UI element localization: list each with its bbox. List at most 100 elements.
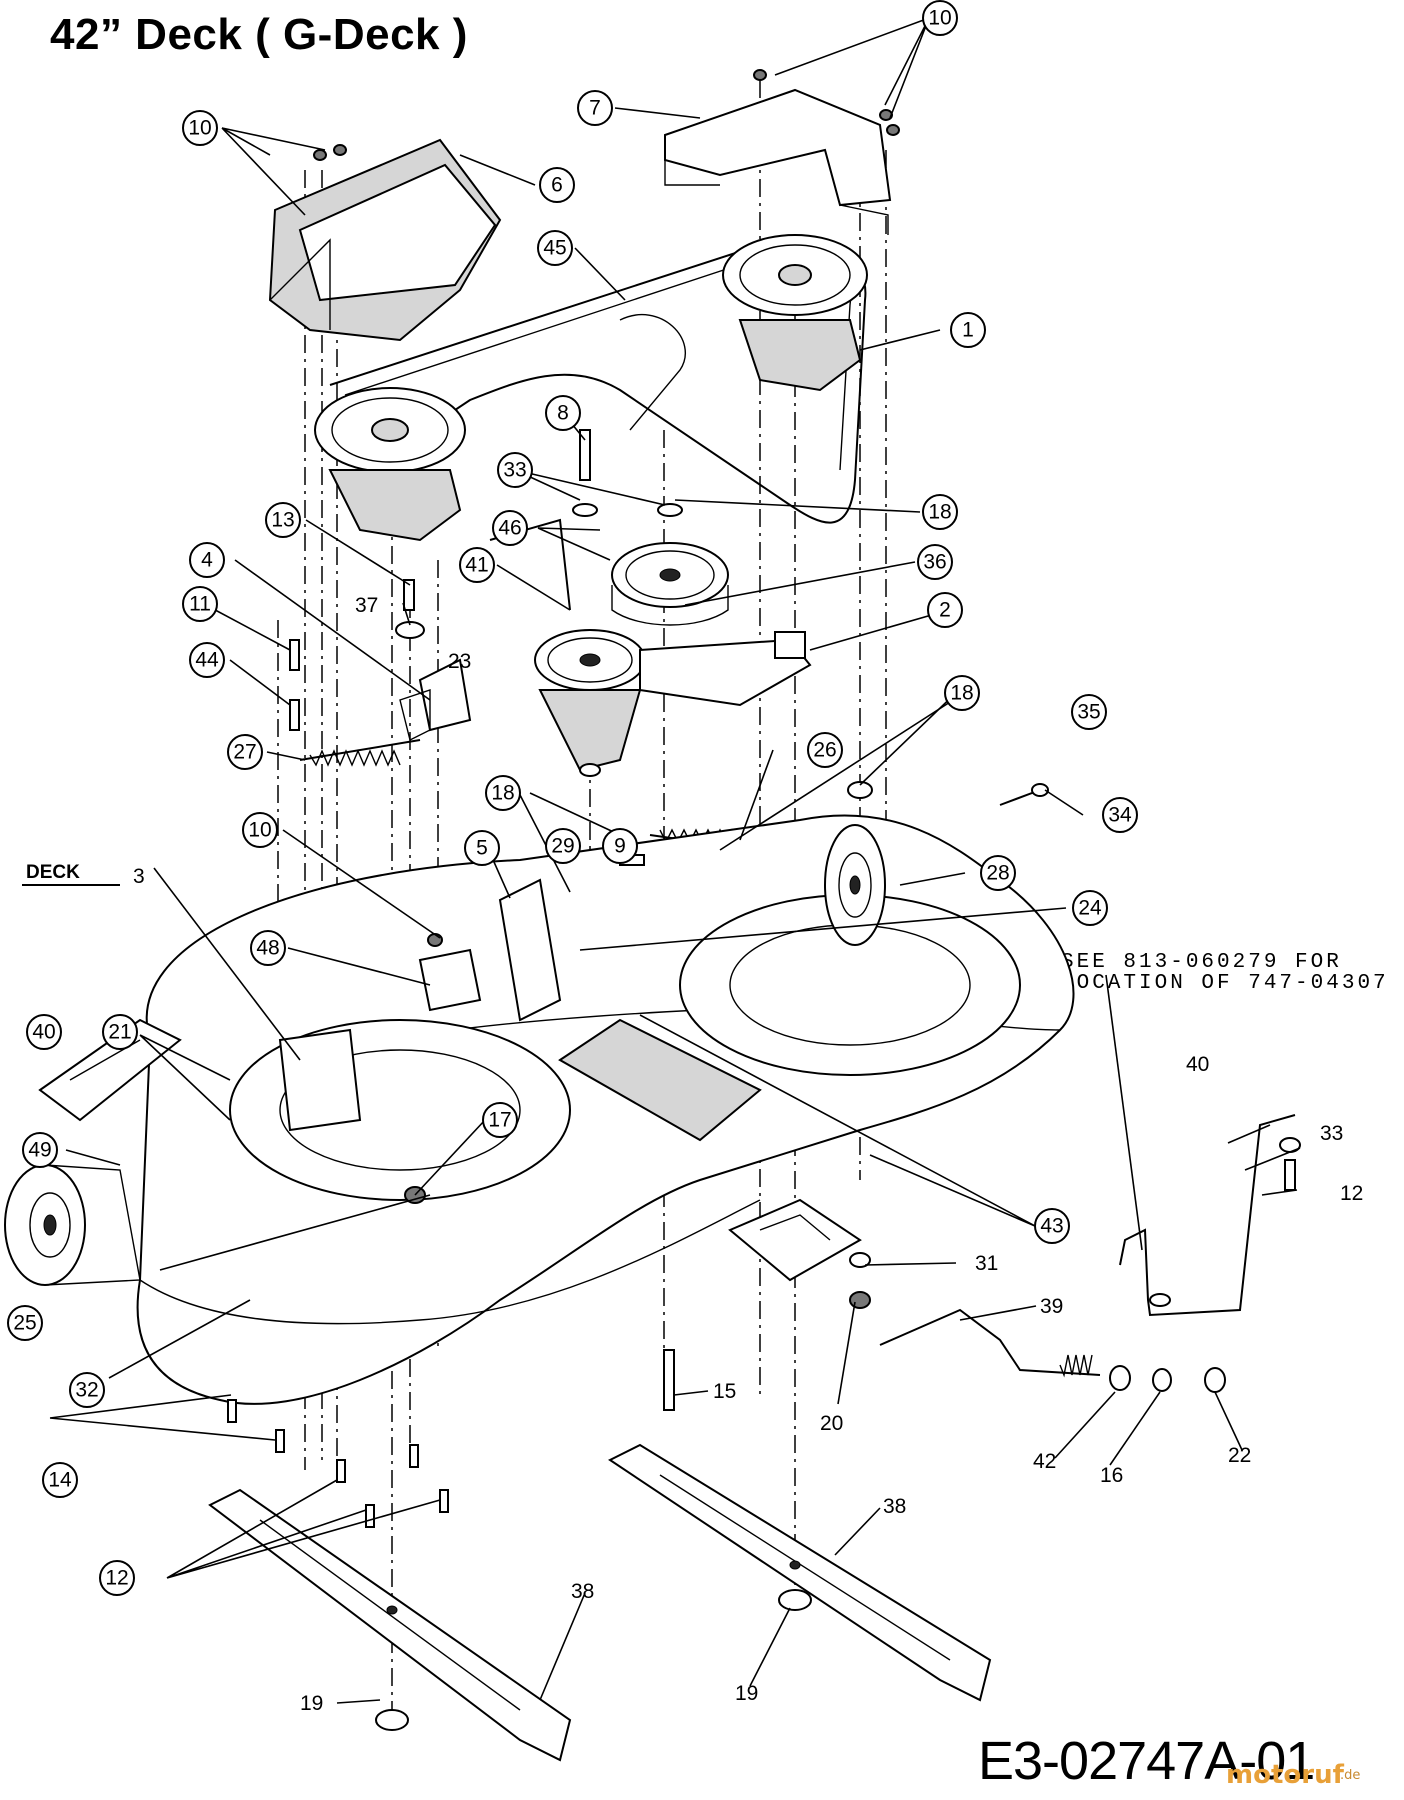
label-12-right: 12 (1340, 1182, 1363, 1205)
belt-cover-left (268, 138, 502, 342)
svg-text:26: 26 (813, 739, 836, 762)
deck-hanger-5 (498, 878, 562, 1022)
bracket-48 (418, 948, 482, 1012)
svg-text:17: 17 (488, 1109, 511, 1132)
idler-pulley-lower (534, 629, 646, 772)
gauge-wheel-right (824, 824, 886, 946)
svg-text:21: 21 (108, 1021, 131, 1044)
svg-text:8: 8 (557, 402, 569, 425)
svg-text:10: 10 (248, 819, 271, 842)
callout-4: 4 (189, 542, 225, 578)
callout-10-top-left: 10 (182, 110, 218, 146)
callout-6: 6 (539, 167, 575, 203)
svg-text:11: 11 (189, 593, 211, 616)
watermark: motoruf (1226, 1760, 1344, 1790)
label-38-right: 38 (883, 1495, 906, 1518)
callout-36: 36 (917, 544, 953, 580)
callout-11: 11 (182, 586, 218, 622)
svg-text:33: 33 (503, 459, 526, 482)
label-19-left: 19 (300, 1692, 323, 1715)
blade-left (208, 1488, 572, 1762)
svg-text:49: 49 (28, 1139, 51, 1162)
label-19-right: 19 (735, 1682, 758, 1705)
svg-text:46: 46 (498, 517, 521, 540)
svg-text:10: 10 (188, 117, 211, 140)
label-33-right: 33 (1320, 1122, 1343, 1145)
callout-44: 44 (189, 642, 225, 678)
svg-text:35: 35 (1077, 701, 1100, 724)
callout-43: 43 (1034, 1208, 1070, 1244)
svg-text:27: 27 (233, 741, 256, 764)
svg-text:48: 48 (256, 937, 279, 960)
callout-5: 5 (464, 830, 500, 866)
callout-46: 46 (492, 510, 528, 546)
gauge-wheel-left (4, 1164, 141, 1286)
callout-27: 27 (227, 734, 263, 770)
svg-text:18: 18 (928, 501, 951, 524)
label-15: 15 (713, 1380, 736, 1403)
location-note: SEE 813-060279 FOR LOCATION OF 747-04307 (1061, 951, 1389, 995)
svg-text:18: 18 (950, 682, 973, 705)
callout-10-mid: 10 (242, 812, 278, 848)
svg-text:44: 44 (195, 649, 219, 672)
deck-label: DECK (26, 862, 80, 883)
label-22: 22 (1228, 1444, 1251, 1467)
callout-12-bottom: 12 (99, 1560, 135, 1596)
svg-text:32: 32 (75, 1379, 98, 1402)
belt-cover-right (664, 88, 892, 235)
callout-48: 48 (250, 930, 286, 966)
callout-32: 32 (69, 1372, 105, 1408)
svg-text:41: 41 (465, 554, 488, 577)
svg-text:14: 14 (48, 1469, 72, 1492)
label-31: 31 (975, 1252, 998, 1275)
idler-bracket (639, 631, 812, 707)
drive-pulley-right (722, 234, 868, 392)
watermark-suffix: .de (1340, 1768, 1361, 1783)
callout-25: 25 (7, 1305, 43, 1341)
label-38-left: 38 (571, 1580, 594, 1603)
svg-text:4: 4 (201, 549, 213, 572)
svg-text:1: 1 (962, 319, 974, 342)
callout-10-top-right: 10 (922, 0, 958, 36)
svg-text:10: 10 (928, 7, 951, 30)
blade-right (608, 1443, 992, 1702)
callout-34: 34 (1102, 797, 1138, 833)
callout-21: 21 (102, 1014, 138, 1050)
callout-33-upper: 33 (497, 452, 533, 488)
callout-18-lower: 18 (485, 775, 521, 811)
callout-35: 35 (1071, 694, 1107, 730)
callout-1: 1 (950, 312, 986, 348)
svg-text:28: 28 (986, 862, 1009, 885)
svg-text:13: 13 (271, 509, 294, 532)
callout-7: 7 (577, 90, 613, 126)
svg-text:6: 6 (551, 174, 563, 197)
lift-rod-39 (879, 1308, 1226, 1393)
callout-26: 26 (807, 732, 843, 768)
callout-41: 41 (459, 547, 495, 583)
spindle-pulley-left (314, 387, 466, 542)
blade-adapters (375, 1589, 812, 1731)
idler-pulley-upper (611, 542, 729, 626)
spring-27 (299, 739, 421, 767)
deck-bracket-43 (728, 1198, 862, 1282)
callout-49: 49 (22, 1132, 58, 1168)
svg-text:36: 36 (923, 551, 946, 574)
svg-text:43: 43 (1040, 1215, 1063, 1238)
lift-rod-40 (1119, 1114, 1296, 1317)
label-23: 23 (448, 650, 471, 673)
svg-text:12: 12 (105, 1567, 128, 1590)
callout-13: 13 (265, 502, 301, 538)
callout-40-left: 40 (26, 1014, 62, 1050)
drawing-code: E3-02747A-01 (978, 1731, 1315, 1791)
svg-text:5: 5 (476, 837, 488, 860)
callout-8: 8 (545, 395, 581, 431)
callout-14: 14 (42, 1462, 78, 1498)
svg-text:45: 45 (543, 237, 566, 260)
callout-28: 28 (980, 855, 1016, 891)
label-39: 39 (1040, 1295, 1063, 1318)
callout-2: 2 (927, 592, 963, 628)
callout-18-upper: 18 (922, 494, 958, 530)
svg-text:7: 7 (589, 97, 601, 120)
label-37: 37 (355, 594, 378, 617)
